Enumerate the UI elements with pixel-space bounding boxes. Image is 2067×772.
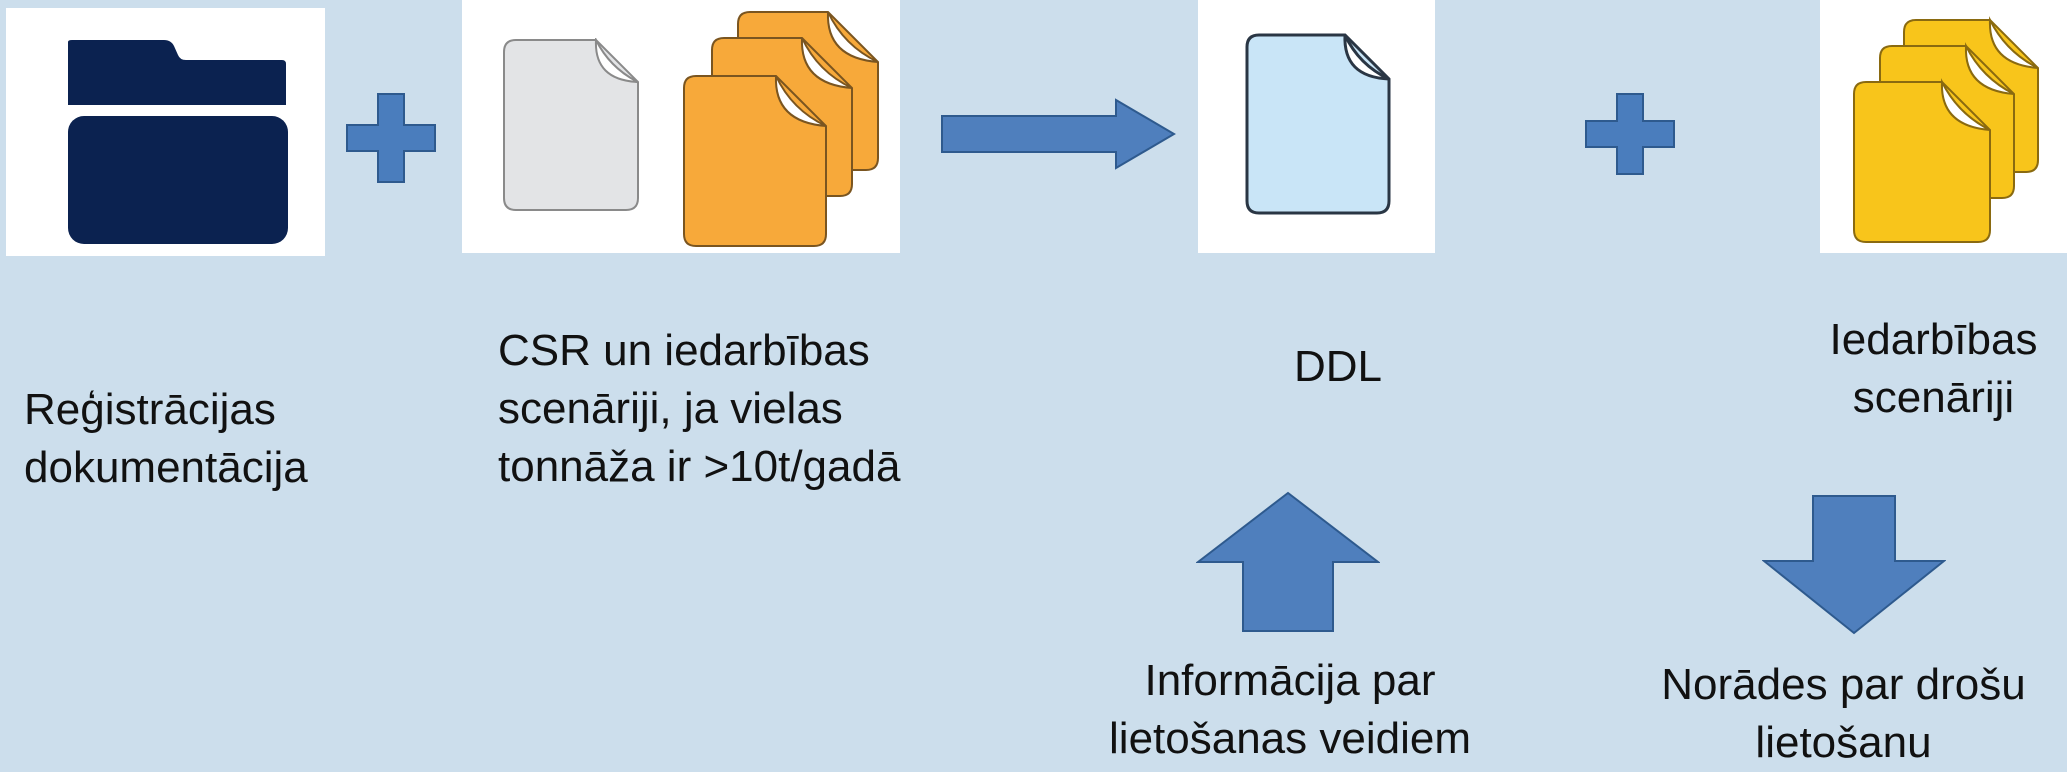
arrow-down-icon [1762,495,1946,635]
arrow-up-icon [1196,491,1380,632]
arrow-right-icon [941,98,1176,170]
document-stack-icon [1853,16,2039,243]
usage-info-label: Informācija par lietošanas veidiem [1109,656,1471,763]
document-icon [503,38,639,211]
csr-label: CSR un iedarbības scenāriji, ja vielas t… [498,326,901,491]
document-stack-icon [683,11,879,247]
plus-icon [1585,93,1675,175]
exposure-panel [1820,0,2067,253]
exposure-label: Iedarbības scenāriji [1829,315,2038,422]
csr-panel [462,0,900,253]
plus-icon [346,93,436,183]
folder-icon [68,40,288,244]
registration-panel [6,8,325,256]
document-icon [1245,33,1391,215]
registration-label: Reģistrācijas dokumentācija [24,385,308,492]
ddl-panel [1198,0,1435,253]
safe-use-label: Norādes par drošu lietošanu [1661,660,2026,767]
ddl-label: DDL [1293,342,1383,391]
